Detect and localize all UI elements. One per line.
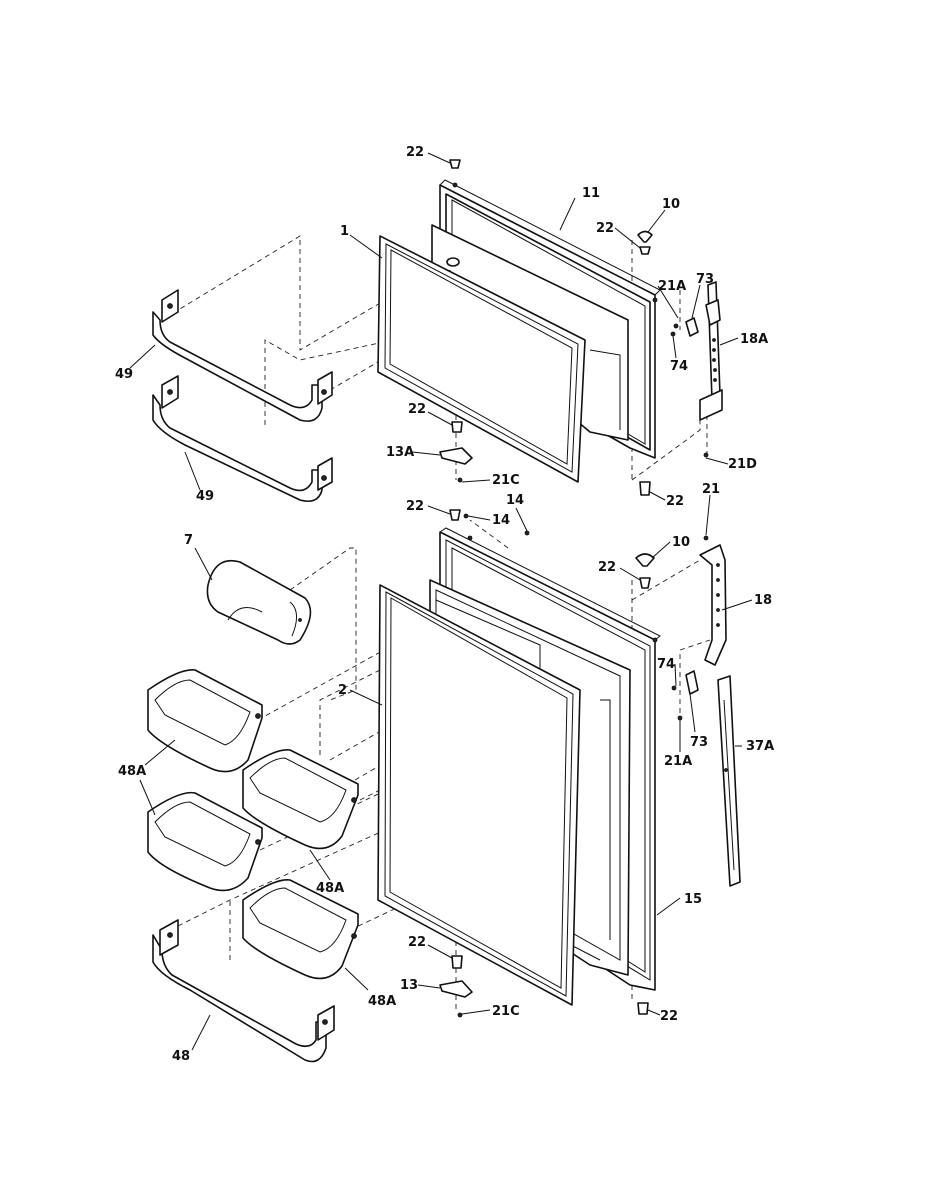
callout-21: 21 xyxy=(702,482,720,497)
door-bin-48A-upper-left xyxy=(147,669,263,773)
callout-18A: 18A xyxy=(740,332,768,347)
callout-13: 13 xyxy=(400,978,418,993)
callout-37A: 37A xyxy=(746,739,774,754)
callout-48A: 48A xyxy=(118,764,146,779)
door-bin-48 xyxy=(152,919,335,1063)
door-bin-48A-lower-left xyxy=(147,791,263,892)
callout-73: 73 xyxy=(696,272,714,287)
callout-22: 22 xyxy=(406,499,424,514)
callout-22: 22 xyxy=(660,1009,678,1024)
callout-22: 22 xyxy=(406,145,424,160)
hardware-screws-and-caps xyxy=(439,159,709,1018)
callout-22: 22 xyxy=(408,402,426,417)
callout-15: 15 xyxy=(684,892,702,907)
callout-7: 7 xyxy=(184,533,193,548)
leader-lines xyxy=(129,152,753,1051)
callout-10: 10 xyxy=(672,535,690,550)
callout-49: 49 xyxy=(115,367,133,382)
upper-door-bin-49-top xyxy=(152,289,333,422)
callout-18: 18 xyxy=(754,593,772,608)
callout-48A: 48A xyxy=(368,994,396,1009)
handle-trim-37A xyxy=(717,675,741,887)
callout-10: 10 xyxy=(662,197,680,212)
callout-11: 11 xyxy=(582,186,600,201)
upper-door-bin-49-bottom xyxy=(152,375,333,503)
callout-14: 14 xyxy=(506,493,524,508)
callout-1: 1 xyxy=(340,224,349,239)
callout-21A: 21A xyxy=(664,754,692,769)
callout-labels: 22 11 10 22 1 73 21A 18A 74 49 22 13A 21… xyxy=(115,145,774,1064)
callout-21C: 21C xyxy=(492,1004,520,1019)
callout-21A: 21A xyxy=(658,279,686,294)
callout-48: 48 xyxy=(172,1049,190,1064)
callout-74: 74 xyxy=(670,359,688,374)
callout-22: 22 xyxy=(666,494,684,509)
lower-hinge-18 xyxy=(699,544,727,666)
door-bin-48A-middle xyxy=(242,749,359,850)
callout-22: 22 xyxy=(596,221,614,236)
dairy-canister-7 xyxy=(206,560,312,645)
callout-49: 49 xyxy=(196,489,214,504)
callout-2: 2 xyxy=(338,683,347,698)
callout-21C: 21C xyxy=(492,473,520,488)
callout-14: 14 xyxy=(492,513,510,528)
upper-door-gasket-1 xyxy=(377,235,586,483)
callout-73: 73 xyxy=(690,735,708,750)
callout-21D: 21D xyxy=(728,457,757,472)
callout-74: 74 xyxy=(657,657,675,672)
upper-hinge-18A xyxy=(699,281,723,421)
door-bin-48A-lower-right xyxy=(242,879,359,980)
callout-48A: 48A xyxy=(316,881,344,896)
callout-22: 22 xyxy=(598,560,616,575)
callout-13A: 13A xyxy=(386,445,414,460)
lower-door-gasket-2 xyxy=(377,584,581,1006)
callout-22: 22 xyxy=(408,935,426,950)
